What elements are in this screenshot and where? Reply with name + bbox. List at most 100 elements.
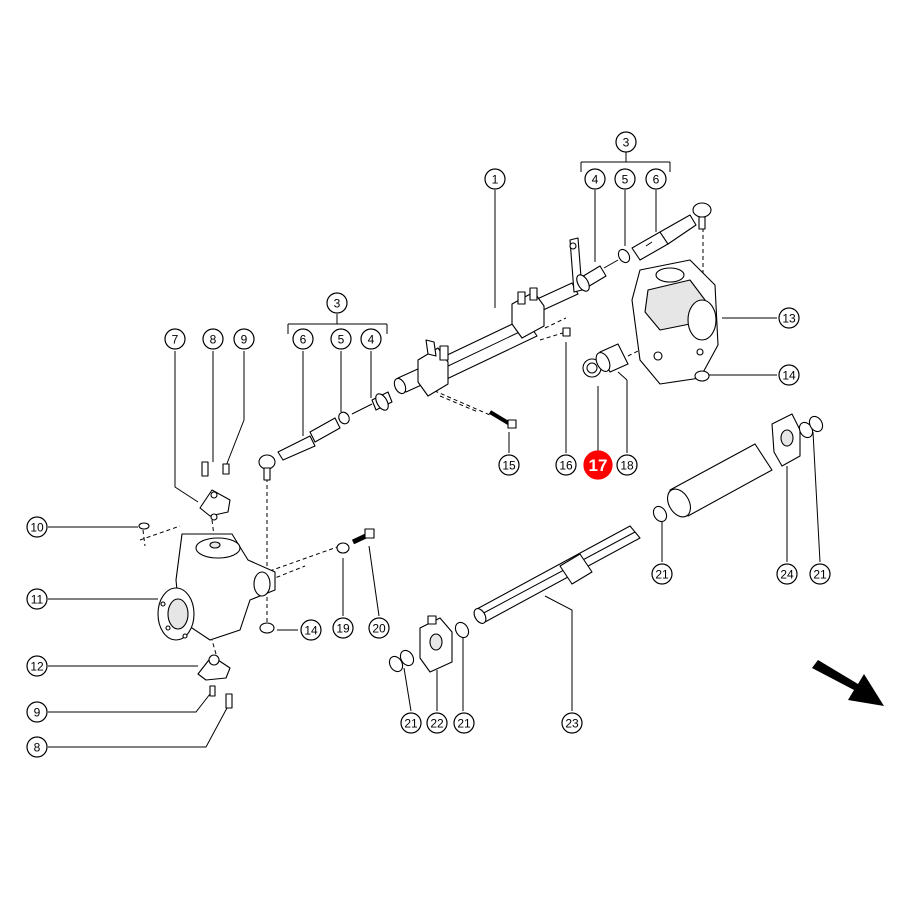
callout-21-d[interactable]: 21 bbox=[453, 712, 475, 734]
callout-label: 6 bbox=[653, 173, 660, 187]
callout-8-top[interactable]: 8 bbox=[202, 328, 224, 350]
callout-label: 3 bbox=[623, 136, 630, 150]
callout-circle bbox=[616, 454, 638, 476]
callout-label: 4 bbox=[592, 173, 599, 187]
nut-right bbox=[694, 370, 710, 382]
axle-sleeve bbox=[666, 443, 773, 518]
callout-21-a[interactable]: 21 bbox=[651, 563, 673, 585]
callout-7[interactable]: 7 bbox=[164, 328, 186, 350]
callout-10[interactable]: 10 bbox=[26, 516, 48, 538]
circlip-21-b bbox=[798, 415, 824, 439]
callout-label: 21 bbox=[457, 717, 471, 731]
callout-label: 13 bbox=[782, 312, 796, 326]
nut-left bbox=[259, 622, 275, 634]
circlip-21-d bbox=[454, 621, 470, 639]
callout-label: 9 bbox=[241, 333, 248, 347]
callout-8-bottom[interactable]: 8 bbox=[26, 736, 48, 758]
callouts: 3 4 5 6 1 13 14 16 17 18 15 3 6 5 4 7 8 9 10 11 12 9 8 14 19 20 21… bbox=[26, 131, 831, 758]
axle-shaft bbox=[473, 525, 641, 624]
callout-label: 9 bbox=[34, 706, 41, 720]
callout-label: 19 bbox=[336, 622, 350, 636]
callout-17[interactable]: 17 bbox=[583, 450, 613, 480]
callout-21-b[interactable]: 21 bbox=[809, 563, 831, 585]
callout-label: 21 bbox=[813, 568, 827, 582]
callout-6-left[interactable]: 6 bbox=[292, 328, 314, 350]
callout-circle bbox=[651, 563, 673, 585]
direction-arrow-icon bbox=[812, 660, 884, 706]
callout-12[interactable]: 12 bbox=[26, 655, 48, 677]
callout-label: 18 bbox=[620, 459, 634, 473]
callout-circle bbox=[809, 563, 831, 585]
callout-24[interactable]: 24 bbox=[776, 563, 798, 585]
callout-label: 15 bbox=[502, 459, 516, 473]
callout-label: 10 bbox=[30, 521, 44, 535]
callout-4-left[interactable]: 4 bbox=[360, 328, 382, 350]
callout-label: 8 bbox=[210, 333, 217, 347]
callout-label: 6 bbox=[300, 333, 307, 347]
callout-label: 5 bbox=[622, 173, 629, 187]
top-tie-rod bbox=[569, 202, 712, 293]
callout-circle bbox=[202, 328, 224, 350]
callout-label: 8 bbox=[34, 741, 41, 755]
left-steering-knuckle bbox=[157, 533, 276, 641]
callout-18[interactable]: 18 bbox=[616, 454, 638, 476]
callout-15[interactable]: 15 bbox=[498, 454, 520, 476]
screw-8-top bbox=[201, 461, 209, 477]
bushing-set bbox=[582, 343, 629, 378]
callout-circle bbox=[26, 588, 48, 610]
callout-5-top[interactable]: 5 bbox=[614, 168, 636, 190]
kingpin-cap-bottom bbox=[197, 654, 231, 681]
circlip-21-c bbox=[388, 649, 415, 673]
callout-label: 24 bbox=[780, 568, 794, 582]
right-steering-knuckle bbox=[631, 259, 719, 385]
callout-1[interactable]: 1 bbox=[484, 168, 506, 190]
callout-label: 14 bbox=[304, 624, 318, 638]
bracket-24 bbox=[771, 413, 801, 467]
callout-21-c[interactable]: 21 bbox=[400, 712, 422, 734]
callout-22[interactable]: 22 bbox=[426, 712, 448, 734]
callout-3-left[interactable]: 3 bbox=[326, 292, 348, 314]
callout-circle bbox=[498, 454, 520, 476]
callout-circle bbox=[583, 450, 613, 480]
callout-14-right[interactable]: 14 bbox=[778, 364, 800, 386]
callout-3-top[interactable]: 3 bbox=[615, 131, 637, 153]
callout-label: 21 bbox=[404, 717, 418, 731]
callout-16[interactable]: 16 bbox=[555, 454, 577, 476]
callout-circle bbox=[26, 516, 48, 538]
callout-19[interactable]: 19 bbox=[332, 617, 354, 639]
callout-circle bbox=[26, 701, 48, 723]
callout-label: 4 bbox=[368, 333, 375, 347]
callout-circle bbox=[778, 307, 800, 329]
callout-9-top[interactable]: 9 bbox=[233, 328, 255, 350]
circlip-21-a bbox=[652, 505, 668, 523]
callout-20[interactable]: 20 bbox=[368, 617, 390, 639]
callout-circle bbox=[330, 328, 352, 350]
callout-circle bbox=[332, 617, 354, 639]
callout-label: 12 bbox=[30, 660, 44, 674]
bolt-15 bbox=[488, 410, 517, 429]
callout-label: 1 bbox=[492, 173, 499, 187]
screw-8-bottom bbox=[225, 693, 233, 709]
callout-13[interactable]: 13 bbox=[778, 307, 800, 329]
callout-circle bbox=[292, 328, 314, 350]
callout-9-bottom[interactable]: 9 bbox=[26, 701, 48, 723]
kingpin-cap-top bbox=[199, 489, 231, 521]
callout-6-top[interactable]: 6 bbox=[645, 168, 667, 190]
callout-circle bbox=[615, 131, 637, 153]
callout-label: 14 bbox=[782, 369, 796, 383]
callout-14-left[interactable]: 14 bbox=[300, 619, 322, 641]
callout-11[interactable]: 11 bbox=[26, 588, 48, 610]
callout-circle bbox=[555, 454, 577, 476]
bolt-20 bbox=[351, 528, 375, 545]
callout-circle bbox=[360, 328, 382, 350]
callout-circle bbox=[326, 292, 348, 314]
fitting-9-bottom bbox=[209, 685, 216, 697]
callout-circle bbox=[164, 328, 186, 350]
callout-23[interactable]: 23 bbox=[561, 712, 583, 734]
callout-circle bbox=[368, 617, 390, 639]
callout-label: 17 bbox=[589, 456, 608, 475]
callout-circle bbox=[453, 712, 475, 734]
callout-4-top[interactable]: 4 bbox=[584, 168, 606, 190]
callout-5-left[interactable]: 5 bbox=[330, 328, 352, 350]
